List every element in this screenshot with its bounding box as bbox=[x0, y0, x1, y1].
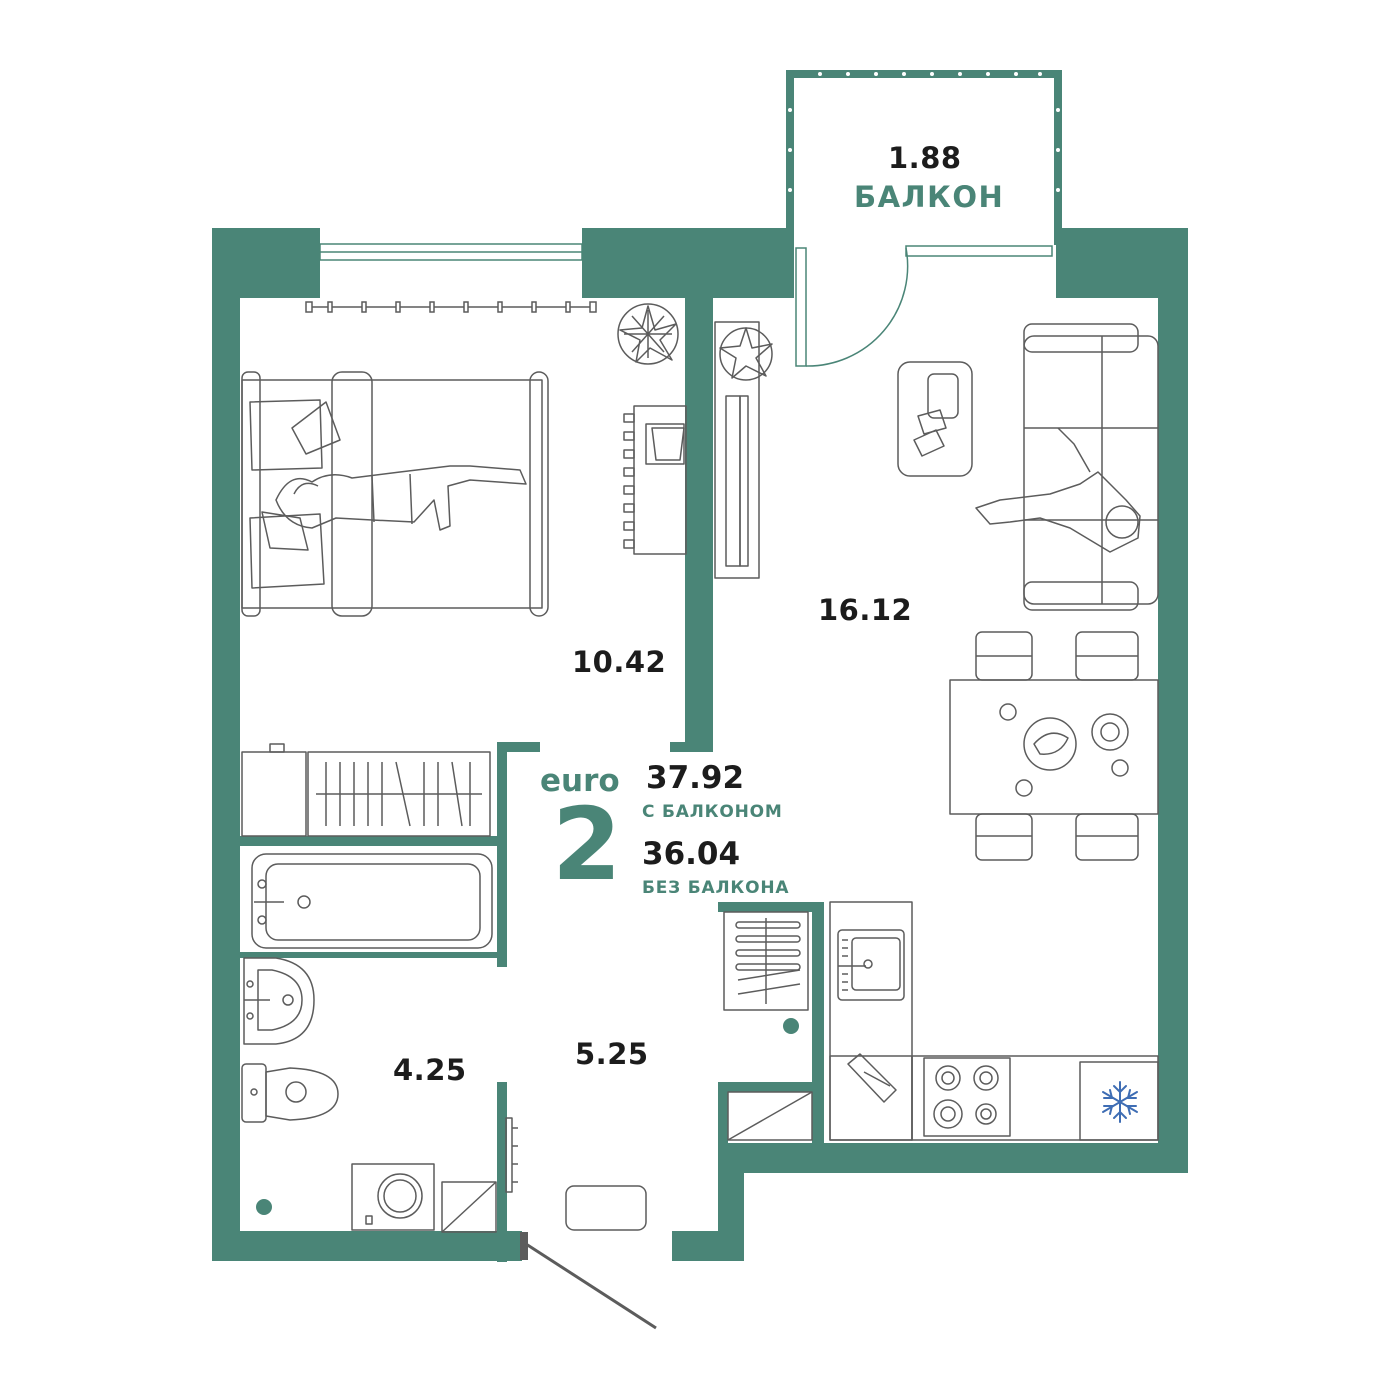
riser-dot bbox=[783, 1018, 799, 1034]
bedroom-area: 10.42 bbox=[572, 645, 667, 679]
bathroom-shaft bbox=[441, 1181, 497, 1233]
storage-shaft bbox=[727, 1091, 813, 1141]
wall-interior-corner bbox=[670, 742, 713, 752]
balcony-rail-right bbox=[1054, 70, 1062, 245]
bedroom-window bbox=[319, 243, 583, 261]
desk bbox=[623, 405, 687, 555]
wall-interior-hall-top bbox=[497, 742, 540, 752]
toilet bbox=[241, 1063, 339, 1123]
double-bed bbox=[241, 371, 549, 617]
wall-left bbox=[212, 228, 240, 1261]
hall-radiator bbox=[723, 911, 809, 1011]
walls bbox=[212, 228, 1188, 1262]
balcony bbox=[786, 70, 1062, 367]
bathroom-area: 4.25 bbox=[393, 1053, 467, 1087]
bathroom-sink bbox=[243, 957, 315, 1045]
wall-kitchen-top bbox=[718, 902, 822, 912]
wall-interior-hall-v bbox=[497, 742, 507, 967]
washing-machine bbox=[351, 1163, 435, 1231]
entrance-door bbox=[520, 1232, 657, 1330]
wall-bottom-left bbox=[212, 1231, 522, 1261]
balcony-name: БАЛКОН bbox=[854, 180, 1005, 214]
balcony-rail-dots bbox=[788, 72, 1060, 192]
area-with-balcony: 37.92 bbox=[646, 760, 745, 796]
wall-top-middle bbox=[582, 228, 794, 298]
rooms-count: 2 bbox=[552, 786, 622, 903]
wall-right bbox=[1158, 228, 1188, 1173]
curtain-rail bbox=[305, 301, 597, 313]
coffee-table bbox=[897, 361, 973, 477]
furniture bbox=[241, 303, 1159, 1233]
closet-hangers bbox=[325, 761, 471, 827]
balcony-window bbox=[905, 245, 1053, 257]
wall-storage-top bbox=[718, 1082, 816, 1092]
snowflake-icon bbox=[1102, 1081, 1138, 1123]
wall-bottom-right bbox=[718, 1143, 1188, 1173]
wall-closet bbox=[240, 836, 507, 846]
hall-hanger bbox=[505, 1117, 518, 1193]
riser-dot bbox=[256, 1199, 272, 1215]
label-without-balcony: БЕЗ БАЛКОНА bbox=[642, 878, 790, 898]
dining-table bbox=[949, 631, 1159, 861]
plant-icon bbox=[617, 303, 679, 365]
balcony-door-frame bbox=[795, 247, 807, 367]
balcony-rail-left bbox=[786, 70, 794, 245]
wardrobe bbox=[241, 743, 491, 837]
wall-top-left bbox=[212, 228, 320, 298]
balcony-door-swing bbox=[805, 247, 909, 367]
wall-interior-bedroom bbox=[685, 298, 713, 748]
hall-area: 5.25 bbox=[575, 1037, 649, 1071]
sofa bbox=[975, 323, 1159, 611]
wall-kitchen-v bbox=[812, 902, 824, 1147]
balcony-area: 1.88 bbox=[888, 141, 962, 175]
area-without-balcony: 36.04 bbox=[642, 836, 741, 872]
wall-bottom-right-of-door bbox=[672, 1231, 744, 1261]
hall-bench bbox=[565, 1185, 647, 1231]
wall-storage-v bbox=[718, 1082, 728, 1148]
bathtub bbox=[251, 853, 493, 949]
wall-bath-bottom bbox=[240, 952, 507, 958]
balcony-rail-top bbox=[786, 70, 1062, 78]
apartment-type-prefix: euro bbox=[540, 763, 620, 799]
living-area: 16.12 bbox=[818, 593, 913, 627]
tv-stand bbox=[714, 321, 760, 579]
label-with-balcony: С БАЛКОНОМ bbox=[642, 802, 783, 822]
plant-icon bbox=[719, 327, 773, 381]
kitchen bbox=[829, 901, 1159, 1141]
wall-bath-hall bbox=[497, 1082, 507, 1262]
